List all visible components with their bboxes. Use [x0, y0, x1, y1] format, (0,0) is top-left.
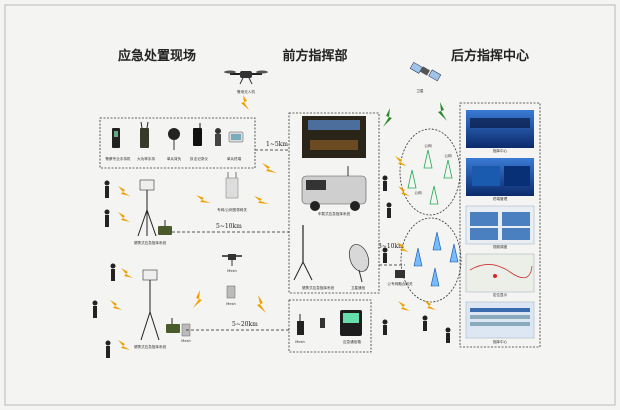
rear-operator-icon	[382, 247, 388, 263]
tactical-mast-icon	[293, 225, 313, 281]
mesh-drone-icon	[222, 254, 242, 266]
command-center-box	[459, 102, 541, 348]
label-device-4: 执法记录仪	[190, 156, 208, 161]
outer-frame	[4, 4, 616, 406]
label-device-3: 单兵背负	[167, 156, 182, 161]
cell-tower-icon	[407, 169, 417, 189]
label-device-5: 单兵终端	[227, 156, 242, 161]
single-soldier-terminal-icon	[228, 131, 244, 143]
label-mesh-1: Mesh	[227, 269, 236, 273]
label-mesh-gateway: 专网/公网宽带网关	[217, 207, 247, 212]
handheld-station-icon	[140, 121, 149, 148]
rear-operator-icon	[382, 319, 388, 335]
mesh-small-icon	[226, 285, 236, 299]
distance-label-4: 3~10km	[378, 243, 404, 250]
label-forward-portable: 便携式应急指挥系统	[302, 285, 335, 290]
screen-control	[465, 301, 535, 339]
comm-case-icon	[340, 310, 362, 336]
label-satellite: 卫星	[416, 88, 424, 93]
satellite-link-bolts	[383, 102, 447, 127]
label-vehicle: 车载式应急指挥系统	[318, 211, 351, 216]
command-vehicle-box	[288, 112, 380, 294]
rescuer-icon	[92, 300, 98, 318]
label-mobile-gateway: 公专网融合网关	[387, 281, 413, 286]
drone-icon	[224, 70, 268, 85]
label-screen-4: 定位显示	[493, 292, 508, 297]
rescuer-icon	[110, 263, 116, 281]
terminal-group-box	[99, 117, 256, 169]
label-satcom: 卫星通信	[351, 285, 366, 290]
relay-pack-icon	[158, 220, 172, 235]
rear-operator-icon	[445, 327, 451, 343]
private-tower-icon	[413, 247, 423, 267]
rescuer-icon	[104, 209, 110, 227]
vehicle-interior-image	[302, 116, 366, 158]
private-tower-icon	[432, 231, 442, 251]
label-mesh-4: Mesh	[295, 340, 304, 344]
label-mesh-2: Mesh	[226, 302, 235, 306]
section-title-rear: 后方指挥中心	[451, 48, 529, 64]
label-portable-1: 便携式应急指挥系统	[134, 240, 167, 245]
wireless-bolts	[110, 95, 436, 350]
rescuer-icon	[105, 340, 111, 358]
emergency-comm-box	[288, 299, 372, 353]
portable-relay-tripod-icon	[140, 269, 160, 341]
cell-tower-icon	[443, 159, 453, 179]
label-emergency-case: 应急通信箱	[343, 339, 361, 344]
screen-command-center	[466, 110, 534, 148]
screen-map	[465, 253, 535, 293]
label-public-net: 公网	[414, 190, 422, 195]
mesh-gateway-icon	[225, 172, 239, 199]
command-vehicle-icon	[301, 166, 367, 211]
relay-pack-icon	[166, 318, 180, 333]
distance-label-2: 5~10km	[216, 223, 242, 230]
rear-operator-icon	[422, 315, 428, 331]
portable-relay-tripod-icon	[137, 179, 157, 237]
section-title-scene: 应急处置现场	[118, 48, 196, 64]
section-title-forward: 前方指挥部	[282, 48, 347, 64]
label-screen-1: 指挥中心	[493, 148, 508, 153]
rear-operator-icon	[386, 202, 392, 218]
distance-label-3: 5~20km	[232, 321, 258, 328]
satellite-icon	[409, 61, 442, 82]
label-drone: 警用无人机	[237, 89, 255, 94]
private-tower-icon	[449, 243, 459, 263]
label-public-net: 公网	[444, 153, 452, 158]
label-public-net: 公网	[424, 143, 432, 148]
phone-terminal-icon	[112, 128, 120, 148]
label-screen-2: 终端管理	[493, 196, 508, 201]
field-terminal-icon	[320, 318, 325, 328]
label-mesh-3: Mesh	[181, 339, 190, 343]
label-device-1: 警察专业手持机	[105, 156, 131, 161]
rear-operator-icon	[382, 175, 388, 191]
distance-label-1: 1~5km	[266, 141, 288, 148]
soldier-terminal-icon	[215, 128, 221, 146]
evidence-recorder-icon	[193, 123, 202, 146]
rescuer-icon	[104, 180, 110, 198]
gateway-device-icon	[395, 270, 405, 278]
private-network-cloud	[400, 217, 462, 303]
label-screen-5: 指挥中心	[493, 339, 508, 344]
private-tower-icon	[430, 267, 440, 287]
label-device-2: 大功率手持	[137, 156, 155, 161]
label-screen-3: 视频调度	[493, 244, 508, 249]
helmet-camera-icon	[168, 128, 180, 150]
cell-tower-icon	[429, 185, 439, 205]
satellite-dish-icon	[348, 244, 370, 283]
connection-lines	[172, 149, 405, 331]
label-portable-2: 便携式应急指挥系统	[134, 344, 167, 349]
field-terminal-icon	[297, 314, 304, 335]
cell-tower-icon	[423, 149, 433, 169]
